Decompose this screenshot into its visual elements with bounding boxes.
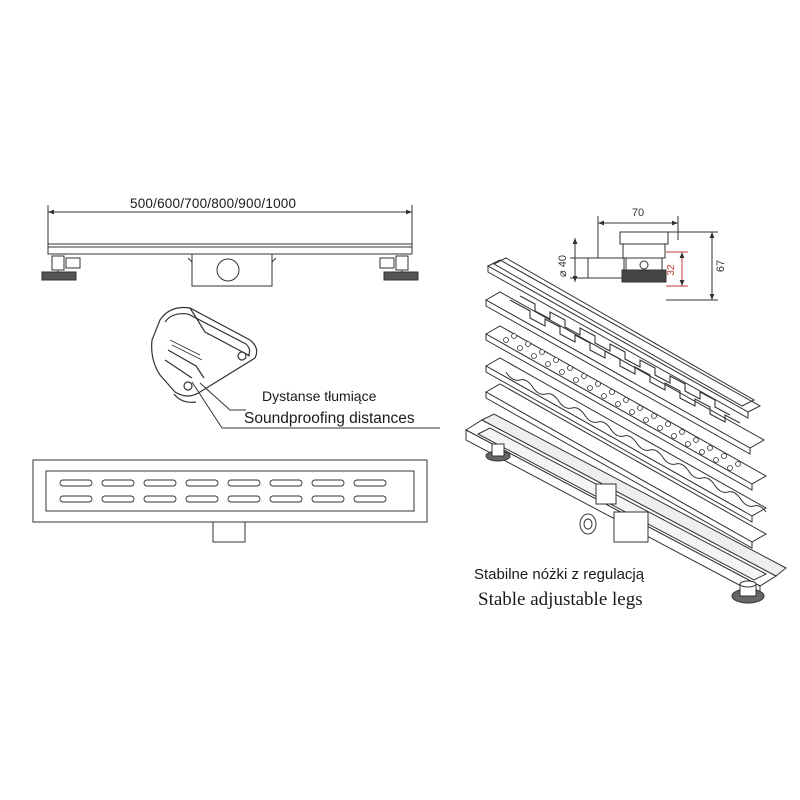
channel-body: [47, 243, 413, 255]
channel-isometric: [464, 413, 787, 604]
outlet-pipe-section: [587, 257, 625, 279]
soundproofing-detail: [151, 306, 258, 403]
channel-frame: [32, 459, 428, 523]
outlet-top-view: [212, 521, 246, 543]
grate-wave: [484, 357, 768, 523]
outlet-pipe: [216, 258, 240, 282]
top-view: [32, 459, 428, 543]
cross-section: [570, 216, 718, 301]
grate-greek-pattern: [484, 291, 766, 455]
outlet-box-isometric: [613, 511, 649, 543]
dim-height-text: 67: [715, 260, 727, 272]
frame-top: [486, 257, 762, 419]
soundproofing-label-pl: Dystanse tłumiące: [262, 388, 377, 404]
exploded-view: [464, 257, 787, 604]
outlet-box: [191, 253, 273, 287]
dim-outlet-text: ⌀ 40: [557, 255, 569, 277]
dim-depth-text: 32: [666, 264, 677, 276]
grate-slotted: [484, 383, 768, 549]
soundproofing-leaders: [191, 381, 440, 429]
dim-width-text: 70: [632, 207, 644, 219]
grate-slots: [59, 479, 387, 503]
leg-left: [41, 255, 81, 281]
legs-label-pl: Stabilne nóżki z regulacją: [474, 566, 645, 583]
length-label: 500/600/700/800/900/1000: [130, 196, 297, 211]
grate-dotted: [484, 325, 768, 491]
side-elevation: [41, 205, 419, 287]
grate-plate: [45, 470, 415, 512]
legs-label-en: Stable adjustable legs: [478, 589, 643, 610]
soundproofing-label-en: Soundproofing distances: [244, 410, 415, 427]
leg-right: [379, 255, 419, 281]
